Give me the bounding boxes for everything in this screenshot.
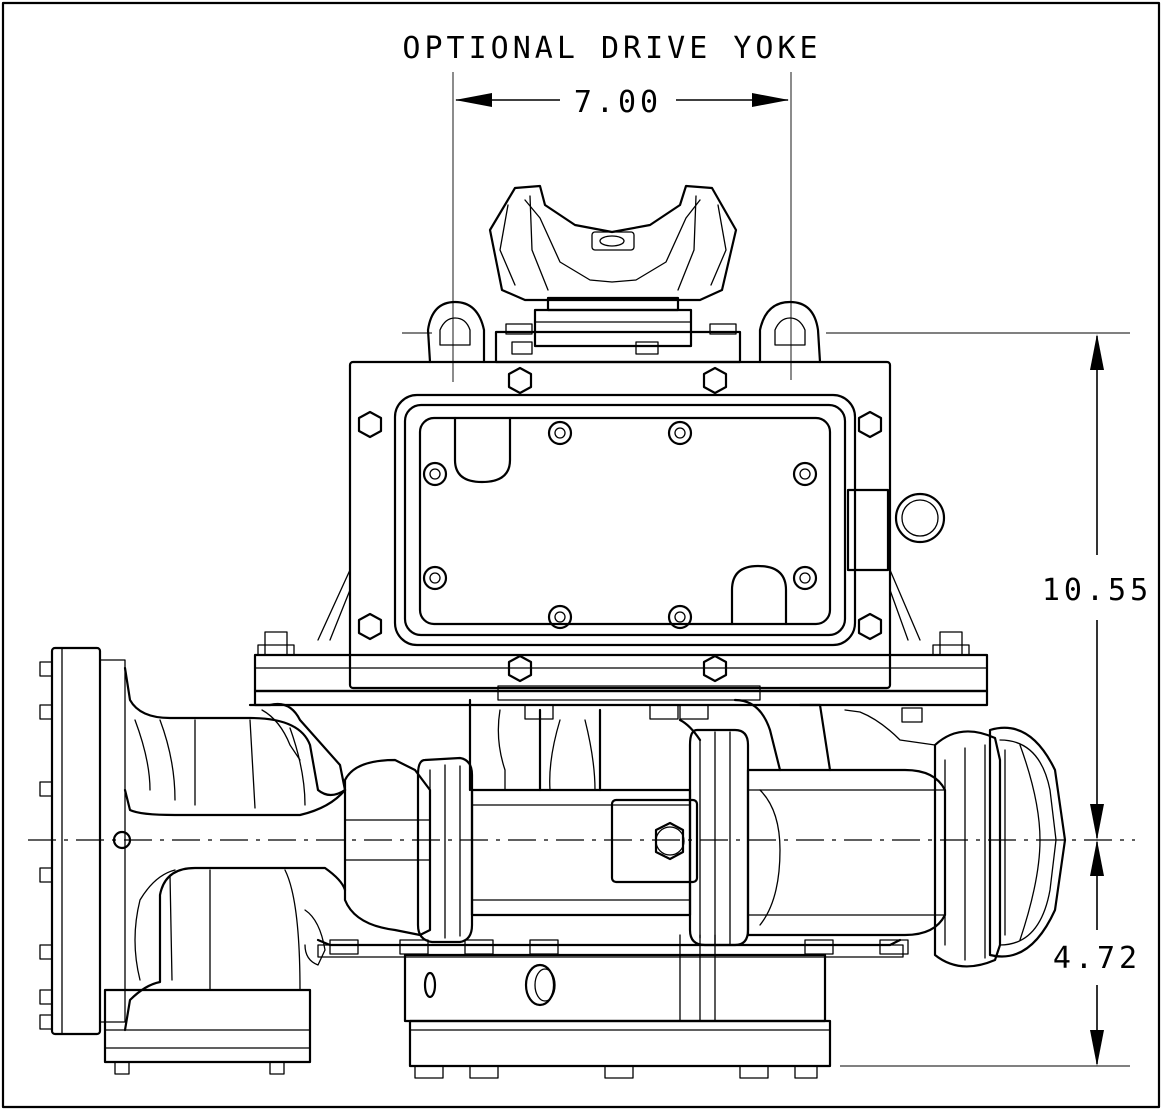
- inlet-flange: [39, 646, 132, 1036]
- yoke-width-value: 7.00: [574, 85, 662, 120]
- cover-bolts: [422, 420, 818, 630]
- base-assembly: [304, 909, 909, 1079]
- height-lower-value: 4.72: [1053, 941, 1141, 976]
- height-total-value: 10.55: [1042, 573, 1152, 608]
- foot-bolts: [414, 1065, 818, 1079]
- gearbox-housing: [317, 360, 946, 690]
- drive-yoke: [488, 184, 738, 348]
- flange-bolts: [39, 661, 53, 1030]
- height-dimension-total: 10.55: [402, 332, 1152, 840]
- inlet-manifold: [103, 666, 347, 1075]
- base-bolts: [329, 939, 909, 955]
- mounting-plate: [253, 631, 989, 707]
- yoke-width-dimension: 7.00: [452, 72, 792, 382]
- height-dimension-lower: 4.72: [840, 840, 1141, 1067]
- pump-body: [343, 698, 1067, 968]
- drawing-title: OPTIONAL DRIVE YOKE: [402, 31, 821, 66]
